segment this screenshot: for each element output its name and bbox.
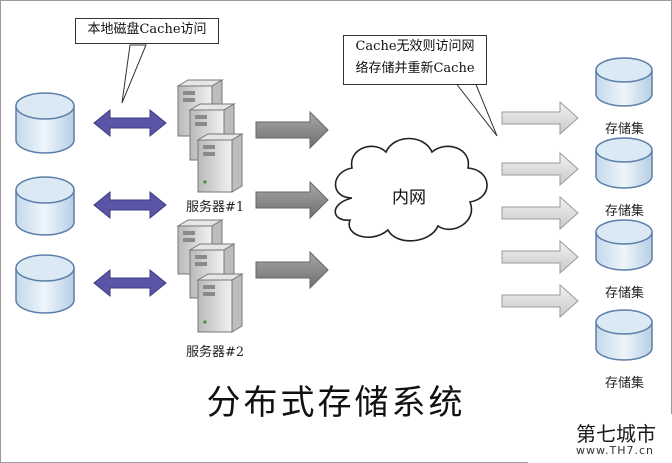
network-label: 内网 (392, 188, 426, 208)
server-to-network-arrow-1 (255, 110, 329, 150)
network-to-storage-arrow-2 (501, 151, 579, 187)
server-tower-icon (196, 133, 244, 193)
storage-cluster-label-3: 存储集 (605, 286, 645, 301)
server-group-2 (176, 219, 244, 333)
storage-cluster-disk-4 (595, 309, 653, 361)
double-arrow-3 (93, 268, 167, 298)
local-disk-1 (15, 92, 75, 154)
storage-cluster-label-1: 存储集 (605, 122, 645, 137)
site-watermark-name: 第七城市 (576, 422, 656, 446)
network-to-storage-arrow-4 (501, 239, 579, 275)
storage-cluster-disk-1 (595, 57, 653, 107)
network-to-storage-arrow-5 (501, 283, 579, 319)
storage-cluster-disk-2 (595, 137, 653, 189)
double-arrow-2 (93, 190, 167, 220)
server-tower-icon (196, 273, 244, 333)
server-label-2: 服务器#2 (186, 345, 245, 360)
storage-cluster-label-4: 存储集 (605, 376, 645, 391)
server-label-1: 服务器#1 (186, 200, 245, 215)
site-watermark-url: www.TH7.cn (576, 444, 654, 457)
server-to-network-arrow-2 (255, 180, 329, 220)
cache-miss-callout: Cache无效则访问网 络存储并重新Cache (343, 35, 487, 85)
server-to-network-arrow-3 (255, 250, 329, 290)
network-to-storage-arrow-1 (501, 100, 579, 136)
local-cache-callout-text: 本地磁盘Cache访问 (87, 22, 207, 37)
diagram-title: 分布式存储系统 (206, 383, 466, 423)
storage-cluster-disk-3 (595, 219, 653, 271)
local-cache-callout: 本地磁盘Cache访问 (75, 18, 219, 44)
network-to-storage-arrow-3 (501, 195, 579, 231)
local-disk-2 (15, 176, 75, 236)
cache-miss-callout-line-1: Cache无效则访问网 (355, 39, 475, 54)
callout-pointer-cache-miss (453, 81, 498, 137)
site-watermark: 第七城市 www.TH7.cn (528, 414, 672, 463)
storage-cluster-label-2: 存储集 (605, 204, 645, 219)
callout-pointer-local-cache (121, 44, 147, 104)
cache-miss-callout-line-2: 络存储并重新Cache (355, 61, 475, 76)
double-arrow-1 (93, 108, 167, 138)
local-disk-3 (15, 254, 75, 314)
server-group-1 (176, 79, 244, 193)
network-cloud-icon (334, 137, 488, 242)
